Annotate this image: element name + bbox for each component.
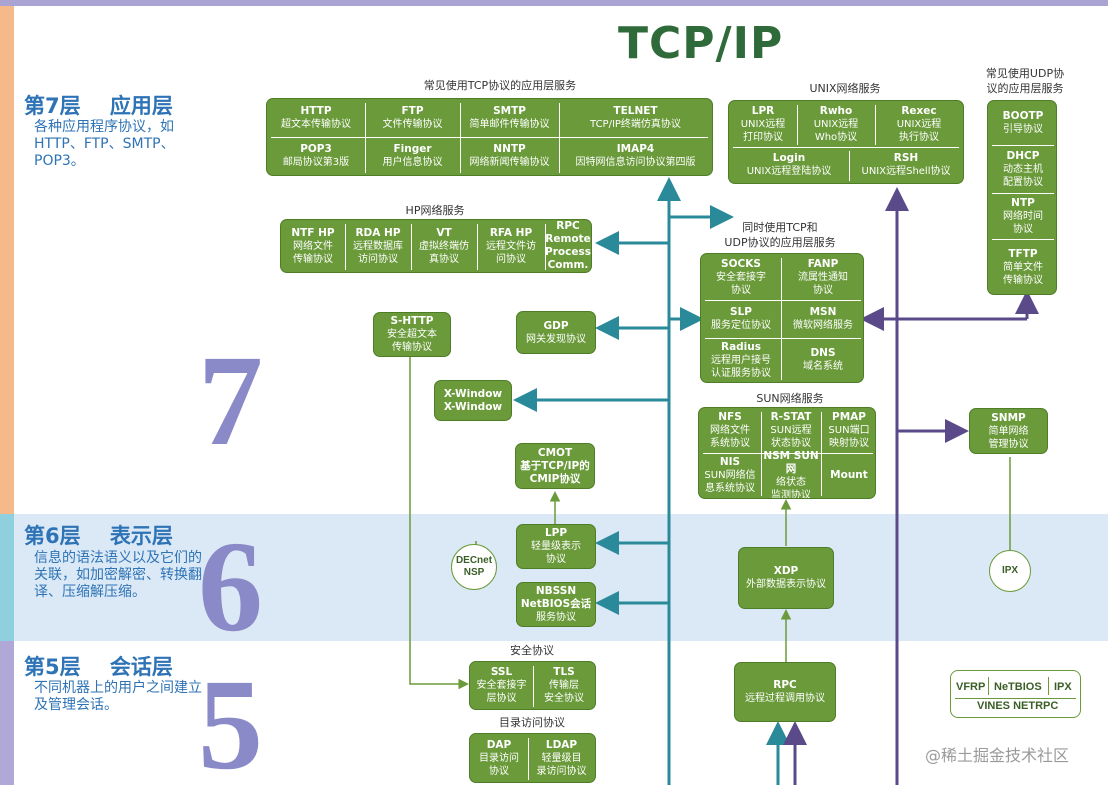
layer7-strip <box>0 6 14 514</box>
vines-netrpc-label: VINES NETRPC <box>977 700 1059 712</box>
udp-apps-label-1: 常见使用UDP协 <box>985 67 1065 80</box>
layer6-title: 第6层 表示层 <box>24 524 173 548</box>
both-label-1: 同时使用TCP和 <box>742 221 818 234</box>
layer5-desc: 不同机器上的用户之间建立及管理会话。 <box>34 680 202 713</box>
hp-label: HP网络服务 <box>405 204 465 217</box>
layer7-desc: 各种应用程序协议，如HTTP、FTP、SMTP、POP3。 <box>34 119 175 169</box>
layer6-number: 6 <box>198 515 263 659</box>
sun-label: SUN网络服务 <box>756 392 824 405</box>
layer5-title: 第5层 会话层 <box>24 655 173 679</box>
security-label: 安全协议 <box>510 644 554 657</box>
udp-apps-label-2: 议的应用层服务 <box>986 82 1064 95</box>
layer5-number: 5 <box>198 653 263 797</box>
unix-label: UNIX网络服务 <box>809 82 881 95</box>
layer7-number: 7 <box>198 329 263 473</box>
vfrp-label: VFRP <box>956 681 986 693</box>
layer5-strip <box>0 641 14 785</box>
layer7-title: 第7层 应用层 <box>24 94 173 118</box>
ipx-circle[interactable]: IPX <box>989 550 1031 592</box>
nsm-protocol[interactable]: NSM SUN网络状态监测协议 <box>763 449 819 499</box>
diagram-title: TCP/IP <box>618 18 784 69</box>
layer6-strip <box>0 514 14 641</box>
watermark: @稀土掘金技术社区 <box>925 746 1070 765</box>
ipx-label: IPX <box>1054 681 1072 693</box>
mount-protocol[interactable]: Mount <box>830 469 868 481</box>
directory-label: 目录访问协议 <box>499 716 565 729</box>
vines-netrpc-box[interactable]: VFRP NeTBIOS IPX VINES NETRPC <box>950 670 1081 718</box>
layer6-desc: 信息的语法语义以及它们的关联，如加密解密、转换翻译、压缩解压缩。 <box>34 550 202 600</box>
netbios-label: NeTBIOS <box>994 681 1042 693</box>
top-bar <box>0 0 1108 6</box>
both-label-2: UDP协议的应用层服务 <box>724 236 836 249</box>
tcp-apps-label: 常见使用TCP协议的应用层服务 <box>423 79 577 92</box>
